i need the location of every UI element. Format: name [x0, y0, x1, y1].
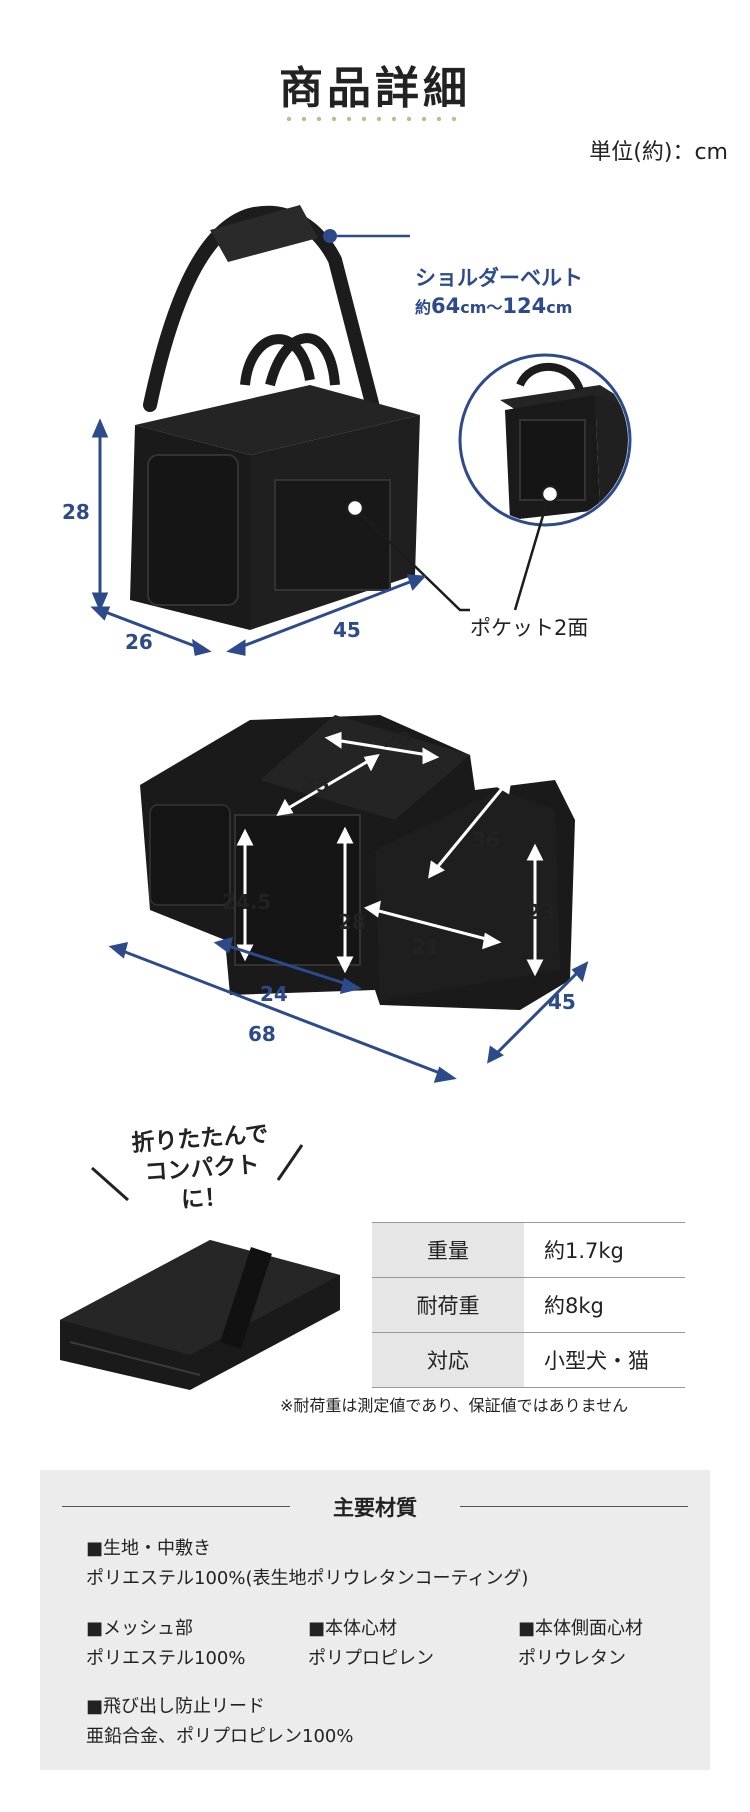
spec-key: 重量 — [372, 1222, 524, 1278]
divider — [460, 1506, 688, 1507]
shoulder-belt-label: ショルダーベルト — [415, 266, 583, 290]
closed-depth-label: 26 — [125, 630, 153, 654]
spec-key: 耐荷重 — [372, 1277, 524, 1333]
pocket-label: ポケット2面 — [470, 616, 589, 640]
table-row: 耐荷重約8kg — [372, 1277, 685, 1333]
expanded-depth-label: 45 — [548, 990, 576, 1014]
spec-note: ※耐荷重は測定値であり、保証値ではありません — [280, 1396, 629, 1415]
expanded-right-width-label: 21 — [412, 935, 440, 959]
expanded-total-width-label: 68 — [248, 1022, 276, 1046]
front-pocket — [274, 479, 391, 591]
strap-pad — [210, 205, 318, 262]
closed-height-label: 28 — [62, 500, 90, 524]
bag-top — [135, 385, 420, 455]
spec-value: 小型犬・猫 — [524, 1332, 685, 1388]
folded-bag-illustration — [60, 1144, 340, 1390]
expanded-side-length-label: 36 — [472, 828, 500, 852]
materials-title: 主要材質 — [333, 1496, 417, 1520]
page-title: 商品詳細 — [279, 63, 471, 114]
material-value: ポリウレタン — [518, 1648, 626, 1669]
expanded-left-height-label: 24.5 — [222, 890, 272, 914]
closed-bag-illustration — [90, 205, 632, 656]
shoulder-belt-length: 約64cm〜124cm — [415, 294, 573, 318]
shoulder-strap — [143, 205, 382, 422]
closed-width-label: 45 — [333, 618, 361, 642]
material-heading: ■生地・中敷き — [86, 1538, 212, 1559]
divider — [62, 1506, 290, 1507]
mesh-panel — [147, 454, 239, 606]
spec-table: 重量約1.7kg 耐荷重約8kg 対応小型犬・猫 — [372, 1222, 685, 1388]
table-row: 対応小型犬・猫 — [372, 1332, 685, 1388]
spec-key: 対応 — [372, 1332, 524, 1388]
unit-label: 単位(約)：cm — [589, 140, 728, 165]
material-value: 亜鉛合金、ポリプロピレン100% — [86, 1726, 354, 1747]
expanded-center-height-label: 28 — [338, 910, 366, 934]
expanded-right-height-label: 23 — [527, 900, 555, 924]
spec-value: 約8kg — [524, 1277, 685, 1333]
material-heading: ■メッシュ部 — [86, 1618, 194, 1639]
expanded-top-width-label: 20 — [383, 728, 411, 752]
material-heading: ■本体心材 — [308, 1618, 398, 1639]
material-value: ポリエステル100% — [86, 1648, 246, 1669]
belt-marker — [323, 229, 337, 243]
accent-stroke-right — [276, 1144, 304, 1181]
expanded-front-width-label: 24 — [260, 982, 288, 1006]
material-heading: ■飛び出し防止リード — [86, 1696, 266, 1717]
spec-value: 約1.7kg — [524, 1222, 685, 1278]
fold-callout: 折りたたんでコンパクトに！ — [130, 1121, 270, 1214]
pocket-marker — [345, 498, 365, 518]
accent-stroke-left — [91, 1166, 129, 1202]
material-heading: ■本体側面心材 — [518, 1618, 644, 1639]
expanded-bag-illustration — [108, 715, 589, 1083]
material-value: ポリプロピレン — [308, 1648, 434, 1669]
table-row: 重量約1.7kg — [372, 1222, 685, 1278]
material-value: ポリエステル100%(表生地ポリウレタンコーティング) — [86, 1568, 529, 1589]
expanded-top-length-label: 35 — [302, 773, 330, 797]
title-dot-divider — [286, 116, 457, 122]
materials-panel: 主要材質 ■生地・中敷き ポリエステル100%(表生地ポリウレタンコーティング)… — [40, 1470, 710, 1770]
